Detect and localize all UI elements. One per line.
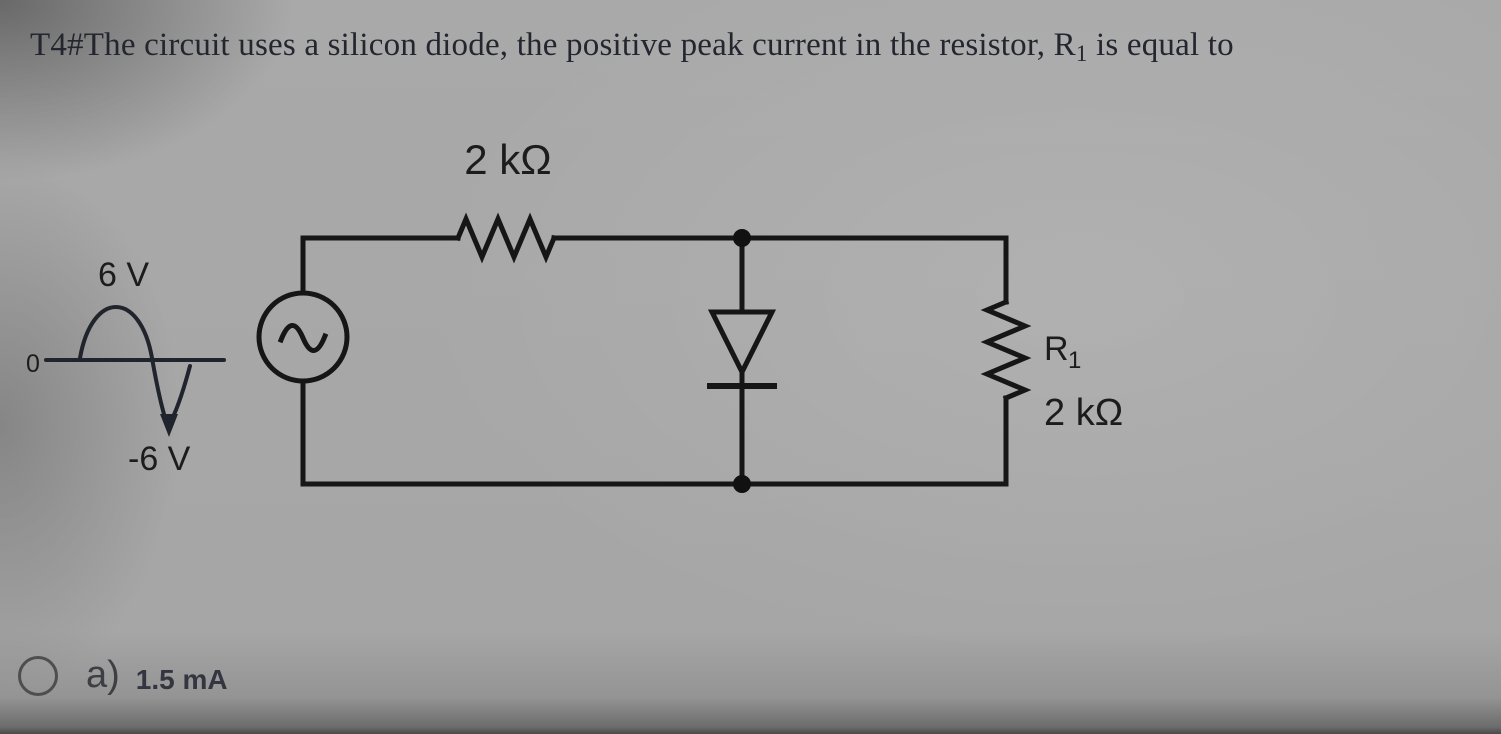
waveform-zero-label: 0 [26,350,40,378]
r1-resistor-icon: R 1 2 kΩ [980,298,1123,434]
question-text: T4#The circuit uses a silicon diode, the… [30,26,1480,68]
r1-name-label: R [1044,330,1069,368]
option-letter: a) [86,654,120,696]
radio-button-icon[interactable] [18,655,58,696]
wire-bottom-left [300,378,1009,487]
diode-triangle [707,309,777,378]
wire-top-left [300,235,461,296]
question-text-before: T4#The circuit uses a silicon diode, the… [30,27,1076,63]
ac-source-sine-glyph [277,323,329,353]
question-text-after: is equal to [1087,27,1234,63]
r1-subscript-label: 1 [1068,347,1081,374]
top-resistor-zigzag [454,212,558,264]
sine-waveform-icon: 6 V 0 -6 V [26,256,226,478]
circuit-wires [300,235,1009,487]
waveform-arrowhead-icon [160,414,178,437]
waveform-peak-positive-label: 6 V [98,256,149,294]
r1-value-label: 2 kΩ [1044,392,1123,434]
question-resistor-subscript: 1 [1075,41,1088,66]
junction-dot-top [733,229,751,247]
ac-source-icon [256,290,350,384]
option-value: 1.5 mA [135,663,228,695]
top-resistor-label: 2 kΩ [464,136,551,183]
junction-dot-bottom [733,475,751,493]
top-resistor-icon: 2 kΩ [454,136,558,264]
answer-option-a[interactable]: a) 1.5 mA [18,654,228,697]
r1-resistor-zigzag [980,298,1032,402]
waveform-sine-curve [78,305,192,431]
diode-icon [707,309,777,389]
waveform-peak-negative-label: -6 V [128,440,191,478]
